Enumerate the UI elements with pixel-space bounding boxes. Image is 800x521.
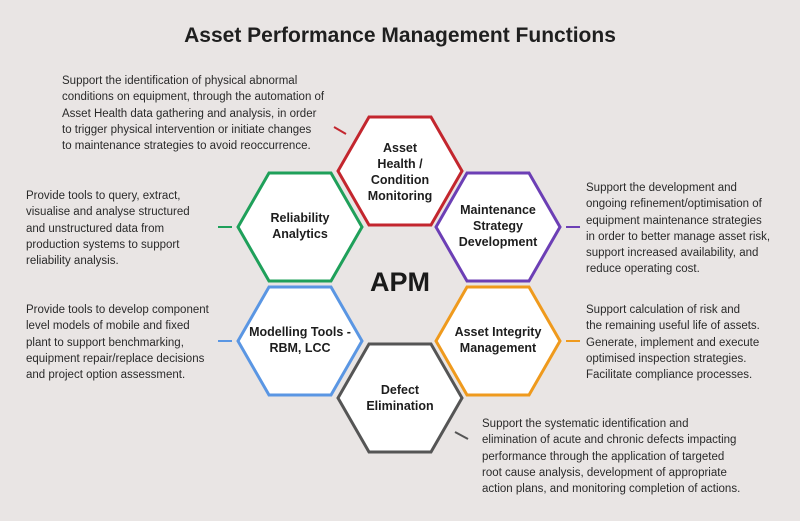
description-defect: Support the systematic identification an… bbox=[482, 418, 741, 496]
hex-strategy bbox=[434, 171, 562, 283]
description-health: Support the identification of physical a… bbox=[62, 75, 325, 153]
description-strategy: Support the development and ongoing refi… bbox=[586, 182, 771, 276]
hex-health bbox=[336, 115, 464, 227]
description-integrity: Support calculation of risk and the rema… bbox=[586, 304, 760, 382]
hex-integrity bbox=[434, 285, 562, 397]
description-modelling: Provide tools to develop component level… bbox=[26, 304, 209, 382]
diagram-title: Asset Performance Management Functions bbox=[184, 24, 616, 47]
hex-defect bbox=[336, 342, 464, 454]
hex-label-reliability: Reliability Analytics bbox=[270, 211, 330, 241]
connector-defect bbox=[454, 431, 469, 440]
connector-health bbox=[333, 126, 347, 135]
hex-reliability bbox=[236, 171, 364, 283]
hex-label-integrity: Asset Integrity Management bbox=[454, 325, 542, 355]
hex-label-defect: Defect Elimination bbox=[366, 383, 434, 413]
hex-label-modelling: Modelling Tools - RBM, LCC bbox=[249, 325, 351, 355]
hex-label-strategy: Maintenance Strategy Development bbox=[458, 203, 538, 249]
center-label-apm: APM bbox=[370, 267, 430, 297]
description-reliability: Provide tools to query, extract, visuali… bbox=[26, 190, 190, 268]
hex-modelling bbox=[236, 285, 364, 397]
hex-label-health: Asset Health / Condition Monitoring bbox=[367, 141, 433, 203]
